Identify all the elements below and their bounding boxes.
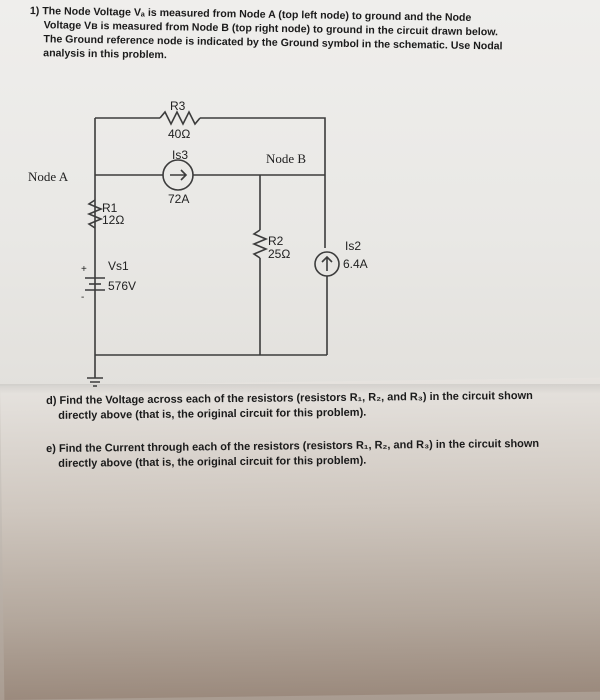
- circuit-schematic: R3 40Ω Is3 72A Node A Node B R1 12Ω + - …: [28, 99, 368, 387]
- vs1-name: Vs1: [108, 259, 129, 273]
- r2-name: R2: [268, 234, 284, 248]
- is3-value: 72A: [168, 192, 189, 206]
- r1-resistor-symbol: [86, 199, 104, 229]
- is3-name: Is3: [172, 148, 188, 162]
- r1-value: 12Ω: [102, 213, 124, 227]
- node-a-label: Node A: [28, 169, 69, 184]
- question-d: d) Find the Voltage across each of the r…: [46, 388, 591, 424]
- vs1-minus-sign: -: [81, 292, 84, 303]
- is2-arrow-up-icon: [321, 255, 333, 271]
- r3-resistor-symbol: [159, 110, 201, 126]
- is3-arrow-icon: [170, 169, 188, 181]
- ground-icon: [87, 355, 103, 387]
- r2-value: 25Ω: [268, 247, 290, 261]
- paper-sheet-lower: [0, 377, 600, 700]
- paper-sheet: [0, 0, 600, 392]
- node-b-label: Node B: [266, 151, 306, 166]
- vs1-value: 576V: [108, 279, 136, 293]
- r3-name: R3: [170, 99, 186, 113]
- r3-value: 40Ω: [168, 127, 190, 141]
- r1-name: R1: [102, 201, 118, 215]
- wire-top-right: [200, 117, 326, 175]
- is2-name: Is2: [345, 239, 361, 253]
- r2-resistor-symbol: [251, 229, 269, 259]
- question-e: e) Find the Current through each of the …: [46, 436, 591, 472]
- vs1-plus-sign: +: [81, 264, 87, 275]
- paper-fold: [0, 384, 600, 394]
- is2-value: 6.4A: [343, 257, 368, 271]
